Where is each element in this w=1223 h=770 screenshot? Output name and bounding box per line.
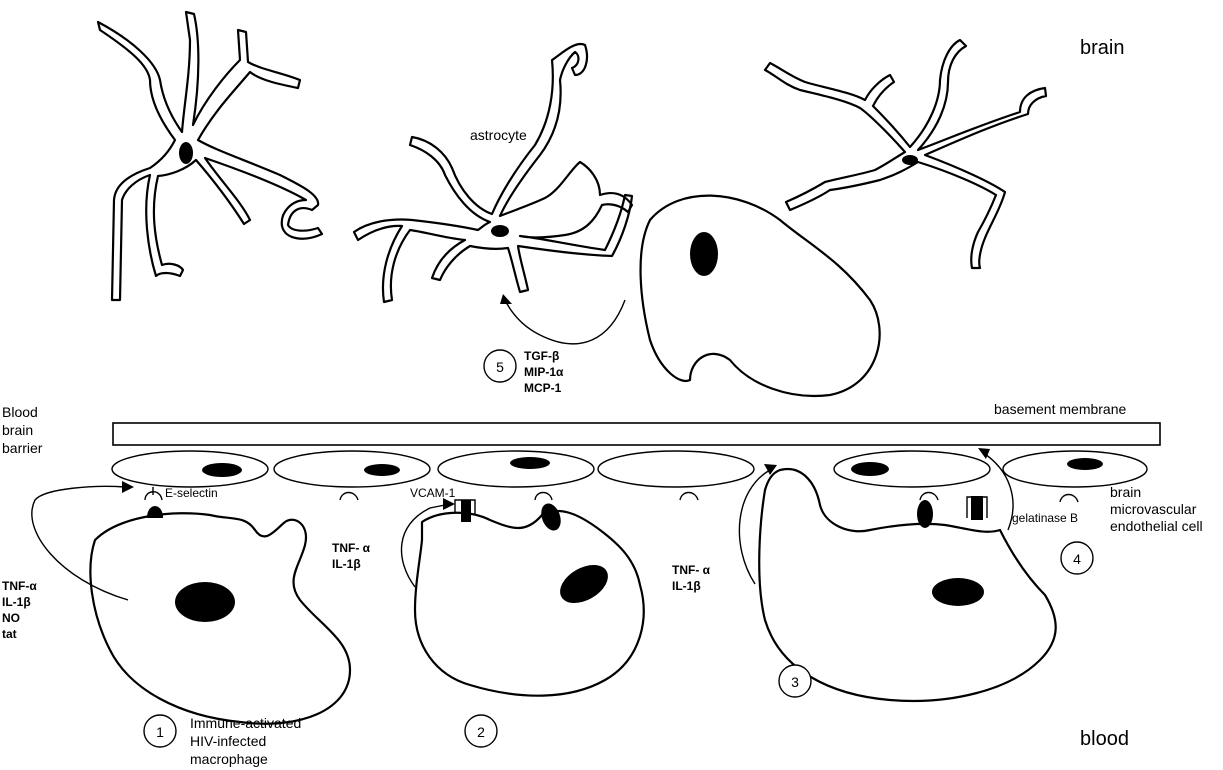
- brain-label: brain: [1080, 37, 1124, 59]
- endothelial-cell: [598, 451, 754, 487]
- macrophage-label-2: HIV-infected: [190, 733, 266, 749]
- factor-step1-1: IL-1β: [2, 595, 31, 609]
- step-5-label: 5: [496, 359, 504, 375]
- endothelial-cell: [274, 451, 430, 487]
- factor-step1-2: NO: [2, 611, 20, 625]
- e-selectin-label: E-selectin: [165, 486, 218, 500]
- gelatinase-label: gelatinase B: [1012, 511, 1078, 525]
- macrophage-label-1: Immune-activated: [190, 715, 301, 731]
- arrow-step5-head: [500, 294, 512, 304]
- endothelial-label-2: microvascular: [1110, 501, 1197, 517]
- endothelial-label-1: brain: [1110, 484, 1141, 500]
- basement-membrane: [113, 423, 1160, 445]
- factor-step3-1: IL-1β: [672, 579, 701, 593]
- macrophage-1: [90, 506, 350, 724]
- astrocyte-left: [98, 12, 322, 300]
- factor-step2-0: TNF- α: [332, 541, 371, 555]
- basement-membrane-label: basement membrane: [994, 401, 1127, 417]
- astrocyte-center-nucleus: [491, 225, 509, 237]
- step-4-label: 4: [1073, 551, 1081, 567]
- endothelial-cell: [112, 451, 268, 487]
- astrocyte-center: astrocyte: [354, 44, 632, 302]
- bbb-label-3: barrier: [2, 440, 43, 456]
- step-2-label: 2: [477, 724, 485, 740]
- factor-step5-0: TGF-β: [524, 349, 559, 363]
- macrophage-3: [759, 469, 1055, 701]
- bbb-label-2: brain: [2, 422, 33, 438]
- selectin-receptors: [145, 487, 1078, 502]
- endothelial-cells: [112, 451, 1147, 487]
- step-1-label: 1: [156, 724, 164, 740]
- factor-step3-0: TNF- α: [672, 563, 711, 577]
- factor-step1-0: TNF-α: [2, 579, 37, 593]
- macrophage-2: [415, 500, 644, 696]
- endothelial-cell: [1003, 451, 1147, 487]
- factor-step5-2: MCP-1: [524, 381, 562, 395]
- factor-step1-3: tat: [2, 627, 17, 641]
- step-3-label: 3: [791, 674, 799, 690]
- endothelial-label-3: endothelial cell: [1110, 518, 1203, 534]
- endothelial-cell: [438, 451, 594, 487]
- vcam-label: VCAM-1: [410, 486, 456, 500]
- brain-macrophage-nucleus: [690, 232, 718, 276]
- macrophage-label-3: macrophage: [190, 751, 268, 767]
- astrocyte-left-nucleus: [179, 142, 193, 164]
- blood-label: blood: [1080, 728, 1129, 750]
- brain-macrophage: [641, 196, 880, 396]
- astrocyte-right: [765, 40, 1046, 268]
- bbb-label-1: Blood: [2, 404, 38, 420]
- factor-step2-1: IL-1β: [332, 557, 361, 571]
- astrocyte-right-nucleus: [902, 155, 918, 165]
- arrow-step5: [505, 300, 625, 344]
- vcam-receptors: [455, 497, 987, 520]
- astrocyte-label: astrocyte: [470, 127, 527, 143]
- factor-step5-1: MIP-1α: [524, 365, 564, 379]
